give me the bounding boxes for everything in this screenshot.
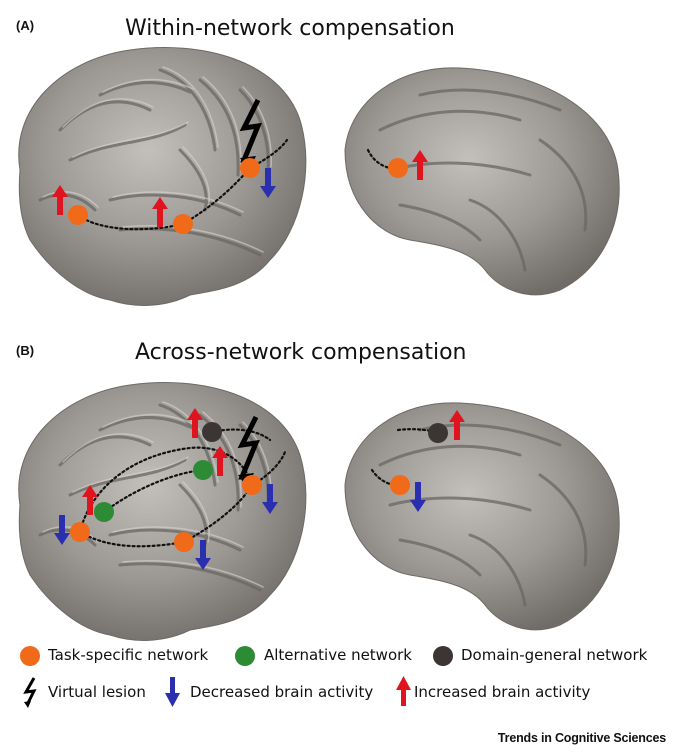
arrow-b-down-right bbox=[410, 482, 426, 512]
node-b-central-alt bbox=[193, 460, 213, 480]
legend-increased-label: Increased brain activity bbox=[414, 683, 591, 701]
arrow-b-down-frontal bbox=[54, 515, 70, 545]
brain-a-left bbox=[18, 47, 307, 306]
arrow-a-up-temporal bbox=[152, 197, 168, 227]
legend-decreased-arrow-icon bbox=[165, 677, 180, 707]
arrow-b-down-temporal bbox=[195, 540, 211, 570]
node-b-temporal bbox=[174, 532, 194, 552]
legend-task-specific-label: Task-specific network bbox=[48, 646, 209, 664]
node-b-frontal-alt bbox=[94, 502, 114, 522]
connection-b-2 bbox=[78, 446, 254, 534]
legend-increased-arrow-icon bbox=[396, 676, 411, 706]
arrow-b-down-parietal bbox=[262, 484, 278, 514]
brain-b-left bbox=[18, 382, 307, 641]
arrow-b-up-dorsal bbox=[187, 408, 203, 438]
node-a-parietal bbox=[240, 158, 260, 178]
legend-task-specific-dot bbox=[20, 646, 40, 666]
legend-virtual-lesion-label: Virtual lesion bbox=[48, 683, 146, 701]
node-a-temporal bbox=[173, 214, 193, 234]
arrow-b-up-central bbox=[212, 446, 228, 476]
brain-a-right bbox=[344, 67, 620, 296]
panel-a-title: Within-network compensation bbox=[125, 16, 455, 41]
legend-decreased-label: Decreased brain activity bbox=[190, 683, 374, 701]
legend-domain-general-dot bbox=[433, 646, 453, 666]
arrow-a-up-frontal bbox=[52, 185, 68, 215]
legend-lesion-bolt-icon bbox=[23, 677, 37, 706]
node-b-right-general bbox=[428, 423, 448, 443]
connection-b-1 bbox=[78, 530, 186, 548]
panel-a-letter: (A) bbox=[16, 18, 35, 33]
legend-lesion-bolt-tip bbox=[24, 701, 31, 708]
arrow-a-up-right bbox=[412, 150, 428, 180]
panel-b-letter: (B) bbox=[16, 343, 35, 358]
node-a-frontal bbox=[68, 205, 88, 225]
panel-b-title: Across-network compensation bbox=[135, 340, 467, 365]
legend-alternative-label: Alternative network bbox=[264, 646, 412, 664]
node-b-frontal bbox=[70, 522, 90, 542]
legend-alternative-dot bbox=[235, 646, 255, 666]
legend-domain-general-label: Domain-general network bbox=[461, 646, 648, 664]
node-b-parietal bbox=[242, 475, 262, 495]
arrow-b-up-frontal bbox=[82, 485, 98, 515]
brain-b-right bbox=[344, 402, 620, 631]
arrow-a-down-parietal bbox=[260, 168, 276, 198]
node-b-dorsal-general bbox=[202, 422, 222, 442]
node-b-right bbox=[390, 475, 410, 495]
arrow-b-up-right bbox=[449, 410, 465, 440]
node-a-right bbox=[388, 158, 408, 178]
journal-credit: Trends in Cognitive Sciences bbox=[497, 731, 666, 745]
